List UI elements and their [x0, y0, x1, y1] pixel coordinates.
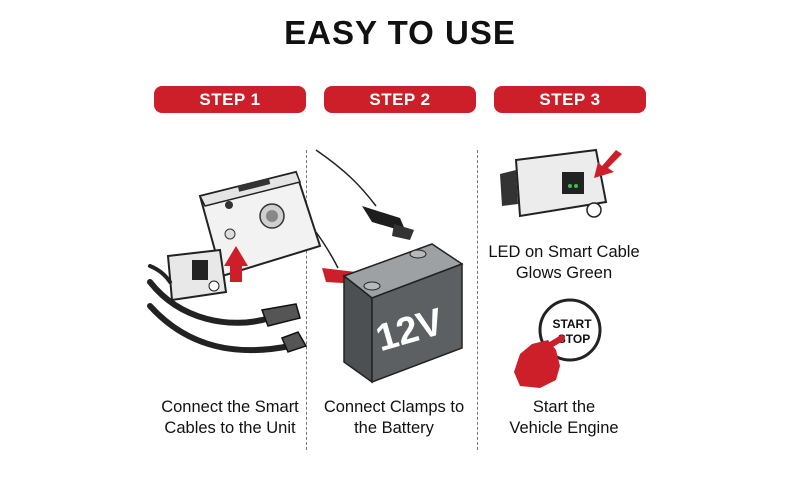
step-3-caption-line1: Start the — [532, 398, 596, 416]
divider-right — [477, 150, 478, 450]
red-arrow-up-icon — [224, 246, 248, 282]
battery-wires — [315, 149, 377, 269]
step-3-badge: STEP 3 — [494, 86, 646, 113]
step-3-caption: Start the Vehicle Engine — [484, 397, 644, 439]
led-caption-line1: LED on Smart Cable — [488, 243, 640, 261]
jump-starter-unit — [198, 170, 322, 278]
step-1-caption-line2: Cables to the Unit — [164, 419, 296, 437]
smart-cable-module — [166, 248, 228, 302]
red-arrow-down-left-icon — [594, 150, 622, 178]
step-2-badge: STEP 2 — [324, 86, 476, 113]
step-1-badge: STEP 1 — [154, 86, 306, 113]
smart-cable-module-led — [500, 148, 608, 218]
divider-left — [306, 150, 307, 450]
step-3-caption-line2: Vehicle Engine — [509, 419, 619, 437]
page-title: EASY TO USE — [284, 14, 516, 51]
step-1-caption: Connect the Smart Cables to the Unit — [150, 397, 310, 439]
step-2-caption: Connect Clamps to the Battery — [314, 397, 474, 439]
jumper-cables — [147, 264, 293, 354]
led-caption: LED on Smart Cable Glows Green — [484, 242, 644, 284]
hand-pointer-icon — [514, 335, 565, 388]
button-label-stop: STOP — [558, 332, 590, 346]
led-caption-line2: Glows Green — [515, 264, 613, 282]
cable-clamps-step1 — [260, 303, 308, 353]
step-2-caption-line1: Connect Clamps to — [323, 398, 465, 416]
step-1-caption-line1: Connect the Smart — [161, 398, 299, 416]
step-2-caption-line2: the Battery — [354, 419, 434, 437]
button-label-start: START — [552, 317, 592, 331]
battery — [342, 243, 464, 384]
black-clamp — [362, 206, 414, 240]
